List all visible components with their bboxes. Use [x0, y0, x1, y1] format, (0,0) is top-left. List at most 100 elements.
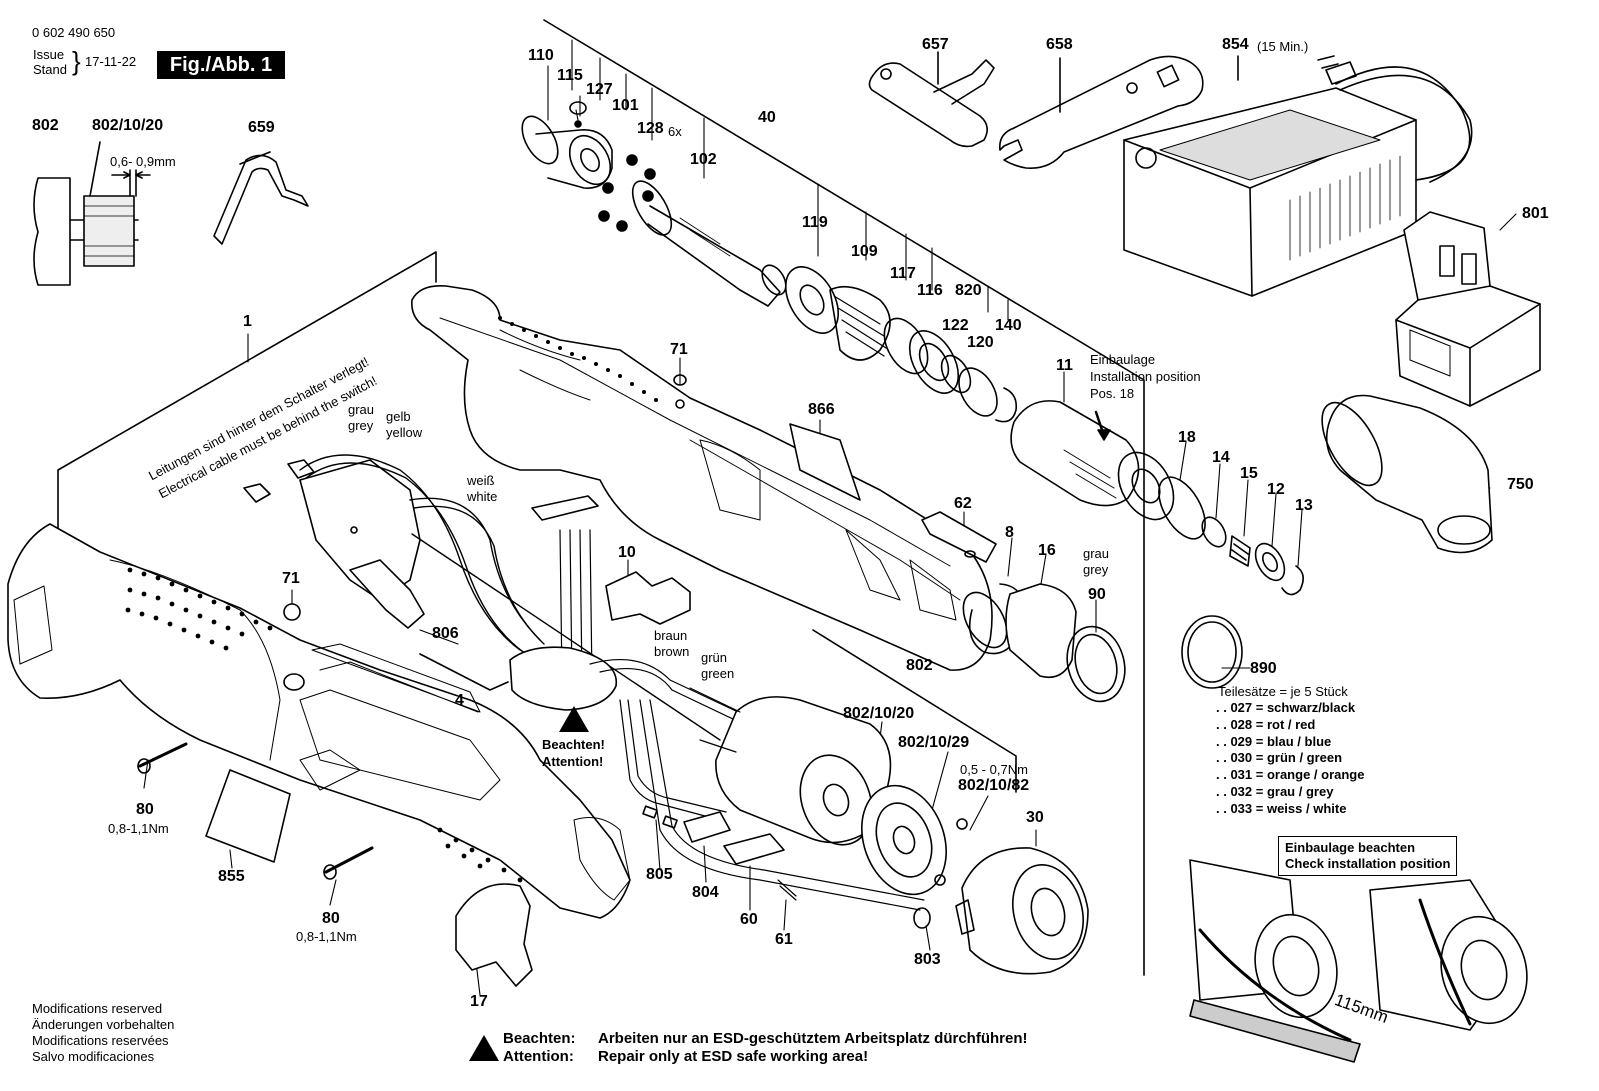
kit-item: . . 032 = grau / grey: [1216, 783, 1334, 799]
part-803: 803: [914, 951, 941, 968]
part-802-10-20-motor: 802/10/20: [843, 705, 915, 722]
gear-ring-30: [955, 847, 1089, 975]
part-820: 820: [955, 282, 982, 299]
warn-de-label: Beachten:: [503, 1030, 576, 1047]
install-de: Einbaulage: [1090, 352, 1156, 367]
part-80-top: 80: [136, 801, 154, 818]
issue-date: 17-11-22: [85, 54, 137, 69]
part-659: 659: [248, 119, 275, 136]
part-101: 101: [612, 97, 639, 114]
wire-brown-de: braun: [654, 628, 688, 643]
part-14: 14: [1212, 449, 1230, 466]
part-806: 806: [432, 625, 459, 642]
main-housing-1: [7, 523, 631, 919]
kit-item: . . 027 = schwarz/black: [1216, 700, 1356, 715]
group-bracket-802: [812, 629, 1017, 793]
bracket-10: [605, 571, 691, 625]
part-60: 60: [740, 911, 758, 928]
part-109: 109: [851, 243, 878, 260]
torque-80-bottom: 0,8-1,1Nm: [296, 929, 357, 944]
coupling-group: [1010, 400, 1304, 689]
part-866: 866: [808, 401, 835, 418]
shaft-detail-802: [33, 141, 151, 286]
connector-parts: [642, 805, 931, 929]
kit-item: . . 033 = weiss / white: [1216, 800, 1347, 816]
torque-82: 0,5 - 0,7Nm: [960, 762, 1028, 777]
check-install-detail: [1189, 859, 1528, 1063]
part-1: 1: [243, 313, 252, 330]
wire-yellow-en: yellow: [386, 425, 423, 440]
wire-grey-de: grau: [348, 402, 375, 417]
part-120: 120: [967, 334, 994, 351]
part-90: 90: [1088, 586, 1106, 603]
clip-659: [213, 151, 309, 245]
part-658: 658: [1046, 36, 1073, 53]
part-122: 122: [942, 317, 969, 334]
kit-item: . . 031 = orange / orange: [1216, 767, 1365, 783]
kit-list: . . 027 = schwarz/black . . 028 = rot / …: [1216, 700, 1364, 818]
switch-and-wiring: [243, 454, 925, 911]
grey-90-en: grey: [1083, 562, 1109, 577]
torque-80-top: 0,8-1,1Nm: [108, 821, 169, 836]
part-802-10-29: 802/10/29: [898, 734, 970, 751]
part-11: 11: [1056, 357, 1073, 374]
doc-number: 0 602 490 650: [32, 25, 116, 40]
angle-cap-750: [1321, 394, 1493, 554]
wire-white-de: weiß: [467, 473, 495, 488]
gap-note: 0,6- 0,9mm: [110, 154, 176, 169]
attention-de: Beachten!: [542, 737, 605, 752]
part-750: 750: [1507, 476, 1534, 493]
esd-warning-icon: [559, 706, 589, 732]
qty-128: 6x: [668, 124, 682, 139]
warn-en-label: Attention:: [503, 1048, 574, 1065]
group-bracket-4: [419, 653, 509, 691]
flange-802-10-29: [861, 784, 968, 896]
warn-en-text: Repair only at ESD safe working area!: [598, 1048, 869, 1065]
part-10: 10: [618, 544, 636, 561]
mods-fr: Modifications reservées: [32, 1033, 169, 1048]
screws-80: [137, 742, 374, 880]
part-12: 12: [1267, 481, 1285, 498]
check-install-box: Einbaulage beachten Check installation p…: [1278, 836, 1458, 876]
shell-17: [455, 883, 533, 987]
part-15: 15: [1240, 465, 1258, 482]
part-110: 110: [528, 47, 554, 64]
mods-en: Modifications reserved: [32, 1001, 163, 1016]
part-61: 61: [775, 931, 793, 948]
mods-es: Salvo modificaciones: [32, 1049, 155, 1064]
part-117: 117: [890, 265, 916, 282]
part-805: 805: [646, 866, 673, 883]
part-802-10-20-top: 802/10/20: [92, 117, 164, 134]
leader-lines: [39, 39, 1517, 996]
part-801: 801: [1522, 205, 1549, 222]
stand-label: Stand: [33, 62, 67, 77]
check-install-en: Check installation position: [1285, 856, 1451, 871]
part-80-bottom: 80: [322, 910, 340, 927]
battery-801: [1395, 211, 1541, 407]
part-127: 127: [586, 81, 613, 98]
part-18: 18: [1178, 429, 1196, 446]
wire-grey-en: grey: [348, 418, 374, 433]
label-855: [205, 769, 291, 863]
part-71-bottom: 71: [282, 570, 300, 587]
part-140: 140: [995, 317, 1022, 334]
part-802-motor: 802: [906, 657, 933, 674]
part-17: 17: [470, 993, 488, 1010]
part-16: 16: [1038, 542, 1056, 559]
small-parts-front: [921, 511, 1126, 703]
grey-90-de: grau: [1083, 546, 1110, 561]
wire-brown-en: brown: [654, 644, 690, 659]
charger-time: (15 Min.): [1257, 39, 1309, 54]
attention-en: Attention!: [542, 754, 604, 769]
part-13: 13: [1295, 497, 1313, 514]
wire-green-de: grün: [701, 650, 728, 665]
wire-white-en: white: [467, 489, 498, 504]
wire-yellow-de: gelb: [386, 409, 411, 424]
part-115: 115: [557, 67, 583, 84]
part-62: 62: [954, 495, 972, 512]
part-30: 30: [1026, 809, 1044, 826]
motor-802: [689, 687, 892, 846]
gear-housing-866: [411, 284, 1008, 671]
mods-de: Änderungen vorbehalten: [32, 1017, 175, 1032]
part-71-top: 71: [670, 341, 688, 358]
